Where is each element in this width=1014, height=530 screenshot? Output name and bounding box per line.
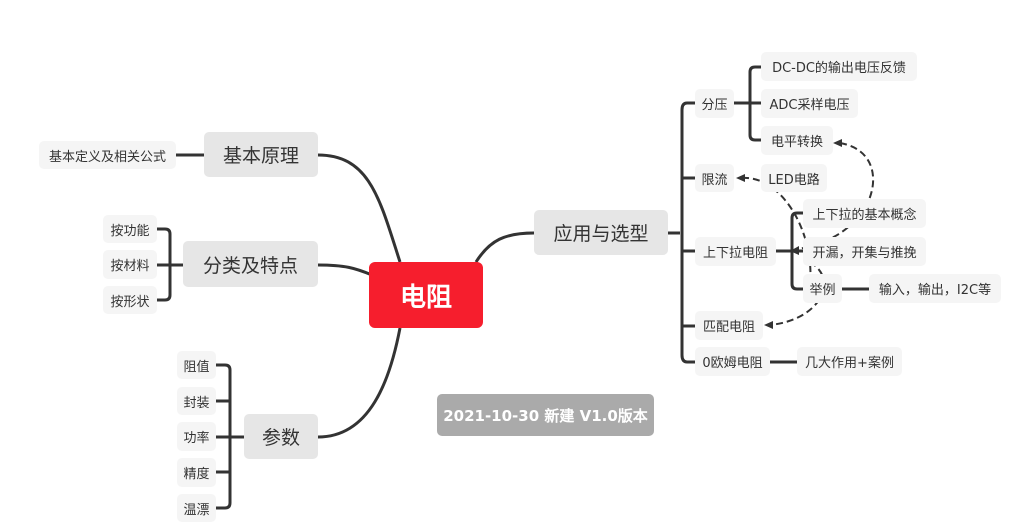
node-current-limit[interactable]: 限流 <box>695 164 734 192</box>
node-divider[interactable]: 分压 <box>695 89 734 118</box>
node-io-i2c[interactable]: 输入，输出，I2C等 <box>869 274 1001 303</box>
node-pull-concept[interactable]: 上下拉的基本概念 <box>803 199 926 228</box>
node-application[interactable]: 应用与选型 <box>534 210 668 255</box>
node-basic-definition[interactable]: 基本定义及相关公式 <box>39 141 176 169</box>
root-node[interactable]: 电阻 <box>369 262 483 328</box>
node-resistance-value[interactable]: 阻值 <box>177 351 216 379</box>
node-temp-drift[interactable]: 温漂 <box>177 494 216 522</box>
node-basic[interactable]: 基本原理 <box>204 132 318 177</box>
node-by-material[interactable]: 按材料 <box>103 250 157 279</box>
node-precision[interactable]: 精度 <box>177 458 216 487</box>
node-by-function[interactable]: 按功能 <box>103 215 157 243</box>
node-classify[interactable]: 分类及特点 <box>183 241 318 287</box>
node-level-shift[interactable]: 电平转换 <box>761 126 833 155</box>
node-matching-resistor[interactable]: 匹配电阻 <box>695 311 763 340</box>
node-power[interactable]: 功率 <box>177 422 216 451</box>
node-params[interactable]: 参数 <box>244 414 318 459</box>
node-pull-resistor[interactable]: 上下拉电阻 <box>695 237 776 266</box>
node-example[interactable]: 举例 <box>803 274 842 303</box>
version-note[interactable]: 2021-10-30 新建 V1.0版本 <box>437 394 654 436</box>
node-package[interactable]: 封装 <box>177 387 216 415</box>
node-zero-ohm[interactable]: 0欧姆电阻 <box>695 347 770 376</box>
node-open-drain[interactable]: 开漏，开集与推挽 <box>803 237 926 266</box>
node-dcdc-feedback[interactable]: DC-DC的输出电压反馈 <box>761 52 917 81</box>
node-by-shape[interactable]: 按形状 <box>103 286 157 314</box>
node-led-circuit[interactable]: LED电路 <box>761 164 827 192</box>
node-adc-sampling[interactable]: ADC采样电压 <box>761 89 858 118</box>
node-zero-ohm-uses[interactable]: 几大作用+案例 <box>797 347 902 376</box>
